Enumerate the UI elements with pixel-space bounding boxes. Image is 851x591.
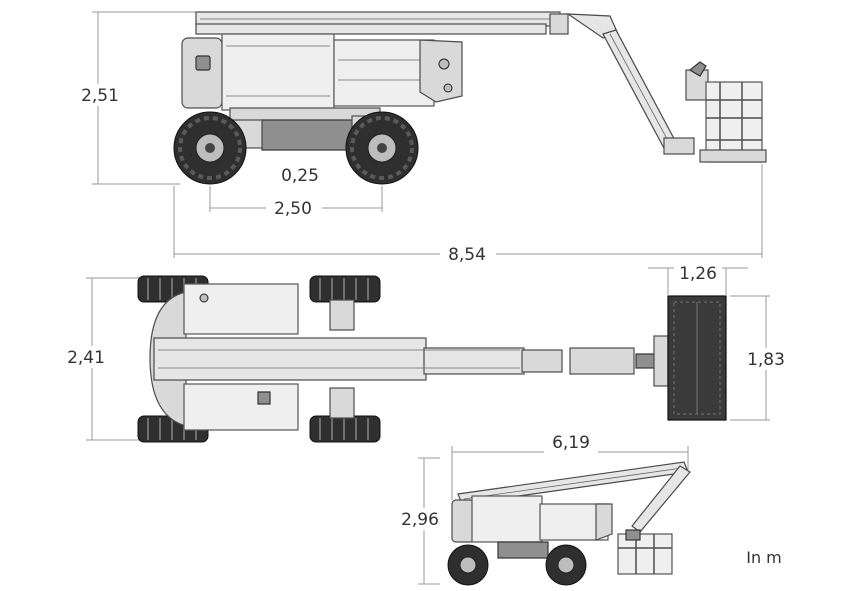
platform-width-label: 1,83 <box>747 350 785 370</box>
platform-depth-label: 1,26 <box>679 264 717 284</box>
side-wheel-rear <box>345 111 419 185</box>
top-view: 2,41 <box>64 262 790 443</box>
dimension-width: 2,41 <box>64 277 145 441</box>
dimension-side-height: 2,51 <box>80 11 200 185</box>
dimension-wheelbase: 2,50 <box>209 186 383 219</box>
side-platform-basket <box>685 61 767 163</box>
overall-length-label: 8,54 <box>448 245 486 265</box>
width-label: 2,41 <box>67 348 105 368</box>
top-boom <box>153 337 657 381</box>
unit-label: In m <box>746 548 782 567</box>
side-boom <box>195 11 695 155</box>
stowed-height-label: 2,96 <box>401 510 439 530</box>
wheel-offset-label: 0,25 <box>281 166 319 186</box>
dimension-stowed-height: 2,96 <box>396 457 444 585</box>
side-wheel-front <box>173 111 247 185</box>
dimension-platform-width: 1,83 <box>730 295 790 421</box>
stowed-view: 6,19 2,96 <box>396 433 691 586</box>
side-turntable <box>181 33 463 111</box>
dimension-overall-length: 8,54 <box>173 164 763 265</box>
top-platform <box>653 295 727 421</box>
dimension-platform-depth: 1,26 <box>648 262 748 296</box>
stowed-length-label: 6,19 <box>552 433 590 453</box>
side-height-label: 2,51 <box>81 86 119 106</box>
side-view: 2,51 <box>80 11 767 265</box>
wheelbase-label: 2,50 <box>274 199 312 219</box>
dimension-stowed-length: 6,19 <box>451 433 689 500</box>
